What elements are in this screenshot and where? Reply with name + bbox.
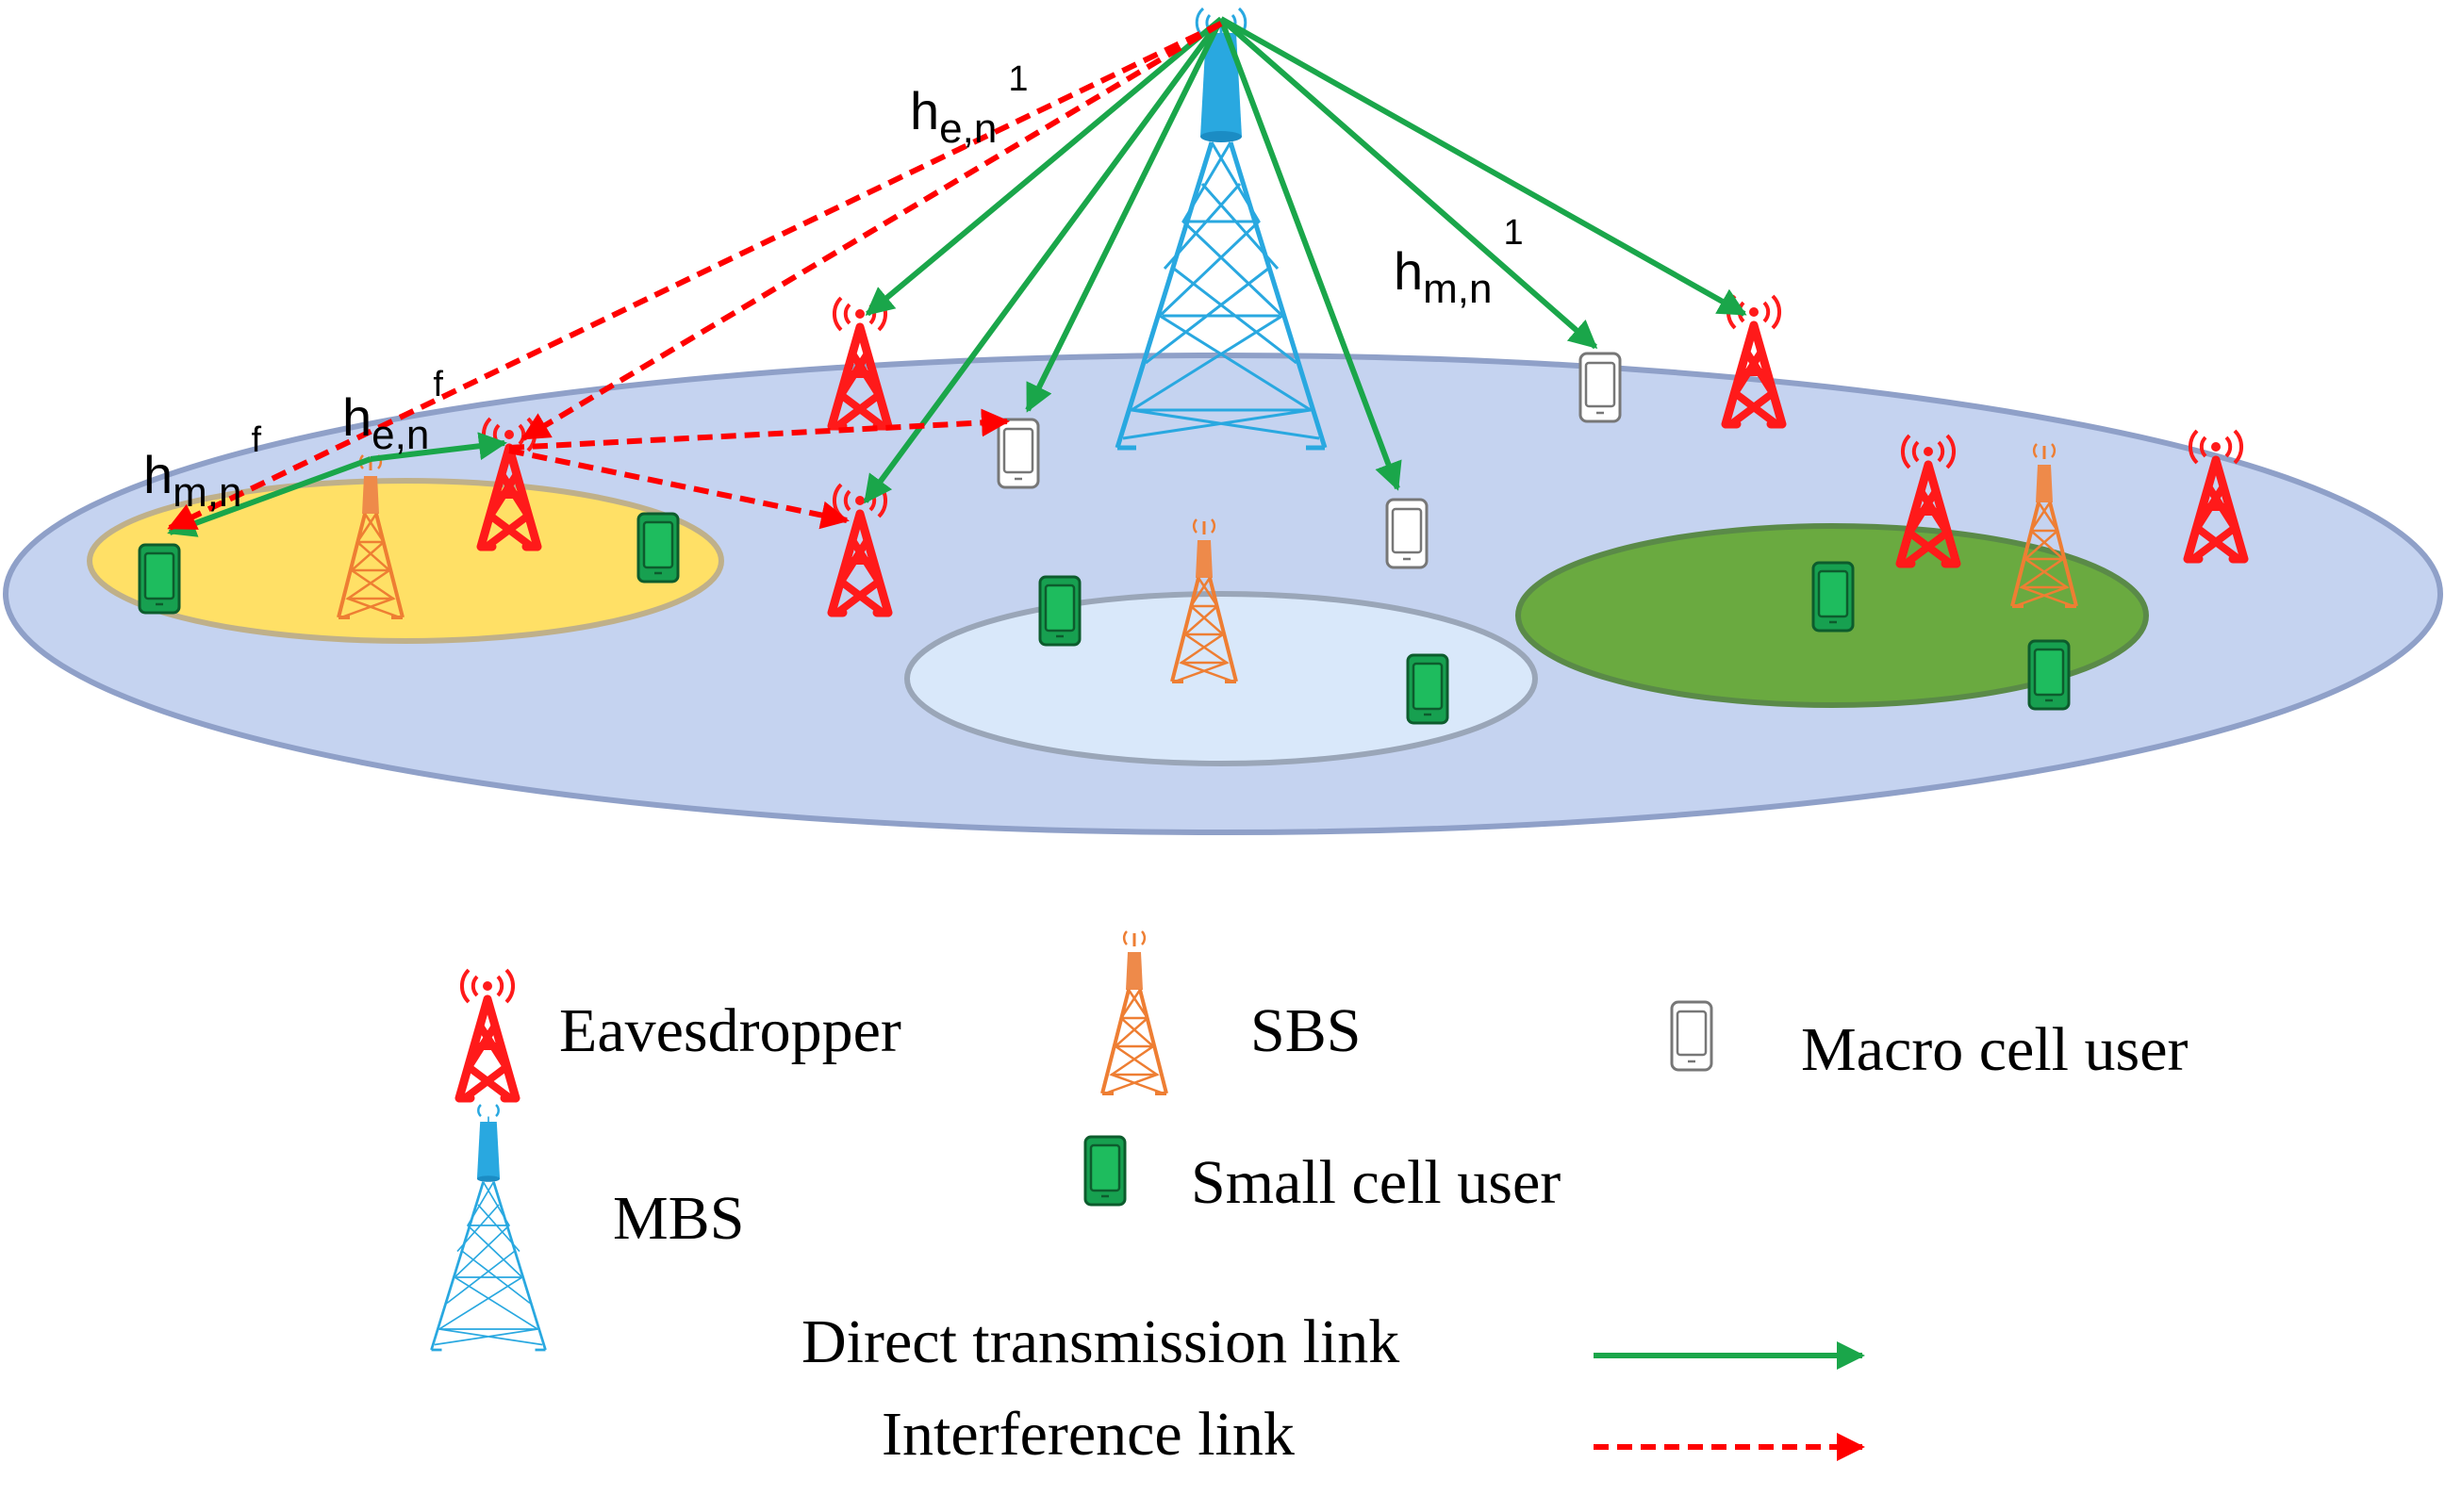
interference-link [167,21,1223,531]
small-user-phone-icon [138,543,181,615]
small-user-phone-icon [1406,653,1449,725]
label-h-m-n-f: hm,nf [143,420,262,516]
interference-links [167,21,1223,531]
label-h-m-n-1: hm,n1 [1394,213,1524,312]
direct-link [863,17,1224,504]
legend-eavesdropper-icon [459,970,516,1098]
direct-link [1219,16,1598,350]
legend-small-user-label: Small cell user [1191,1148,1561,1217]
small-user-phone-icon [636,512,680,583]
interference-link [508,448,850,530]
legend-sbs-label: SBS [1250,996,1361,1065]
small-cell-yellow [87,478,724,644]
direct-link [1219,16,1747,317]
direct-link [1218,17,1402,491]
small-user-phone-icon [1038,575,1082,647]
legend-direct-link-label: Direct transmission link [801,1307,1399,1376]
label-h-e-n-f: he,nf [342,365,443,458]
direct-link [865,16,1223,317]
macro-user-phone-icon [997,418,1040,489]
legend-macro-user-label: Macro cell user [1801,1015,2188,1084]
legend-eavesdropper-label: Eavesdropper [559,996,901,1065]
direct-link [1025,17,1224,413]
legend-interference-link-label: Interference link [882,1400,1295,1469]
eavesdropper-icon [1726,296,1782,424]
direct-link [370,432,507,462]
small-user-phone-icon [2027,639,2071,711]
legend-mbs-icon [430,1115,547,1352]
interference-link [508,408,1010,451]
legend-mbs-label: MBS [613,1184,744,1253]
legend-mbs-antenna-icon [477,1104,500,1117]
legend: Eavesdropper SBS Macro cell user MBS Sma… [430,929,2188,1469]
direct-links [167,16,1747,537]
legend-small-user-icon [1083,1135,1127,1207]
label-h-e-n-1: he,n1 [910,59,1028,152]
macro-user-phone-icon [1578,352,1622,423]
direct-link [167,456,372,537]
legend-sbs-icon [1100,929,1168,1095]
small-user-phone-icon [1811,561,1855,633]
macro-user-phone-icon [1385,498,1429,569]
legend-macro-user-icon [1670,1000,1713,1072]
interference-link [520,21,1223,441]
eavesdropper-icon [832,298,888,426]
mbs-antenna-icon [1195,7,1247,39]
